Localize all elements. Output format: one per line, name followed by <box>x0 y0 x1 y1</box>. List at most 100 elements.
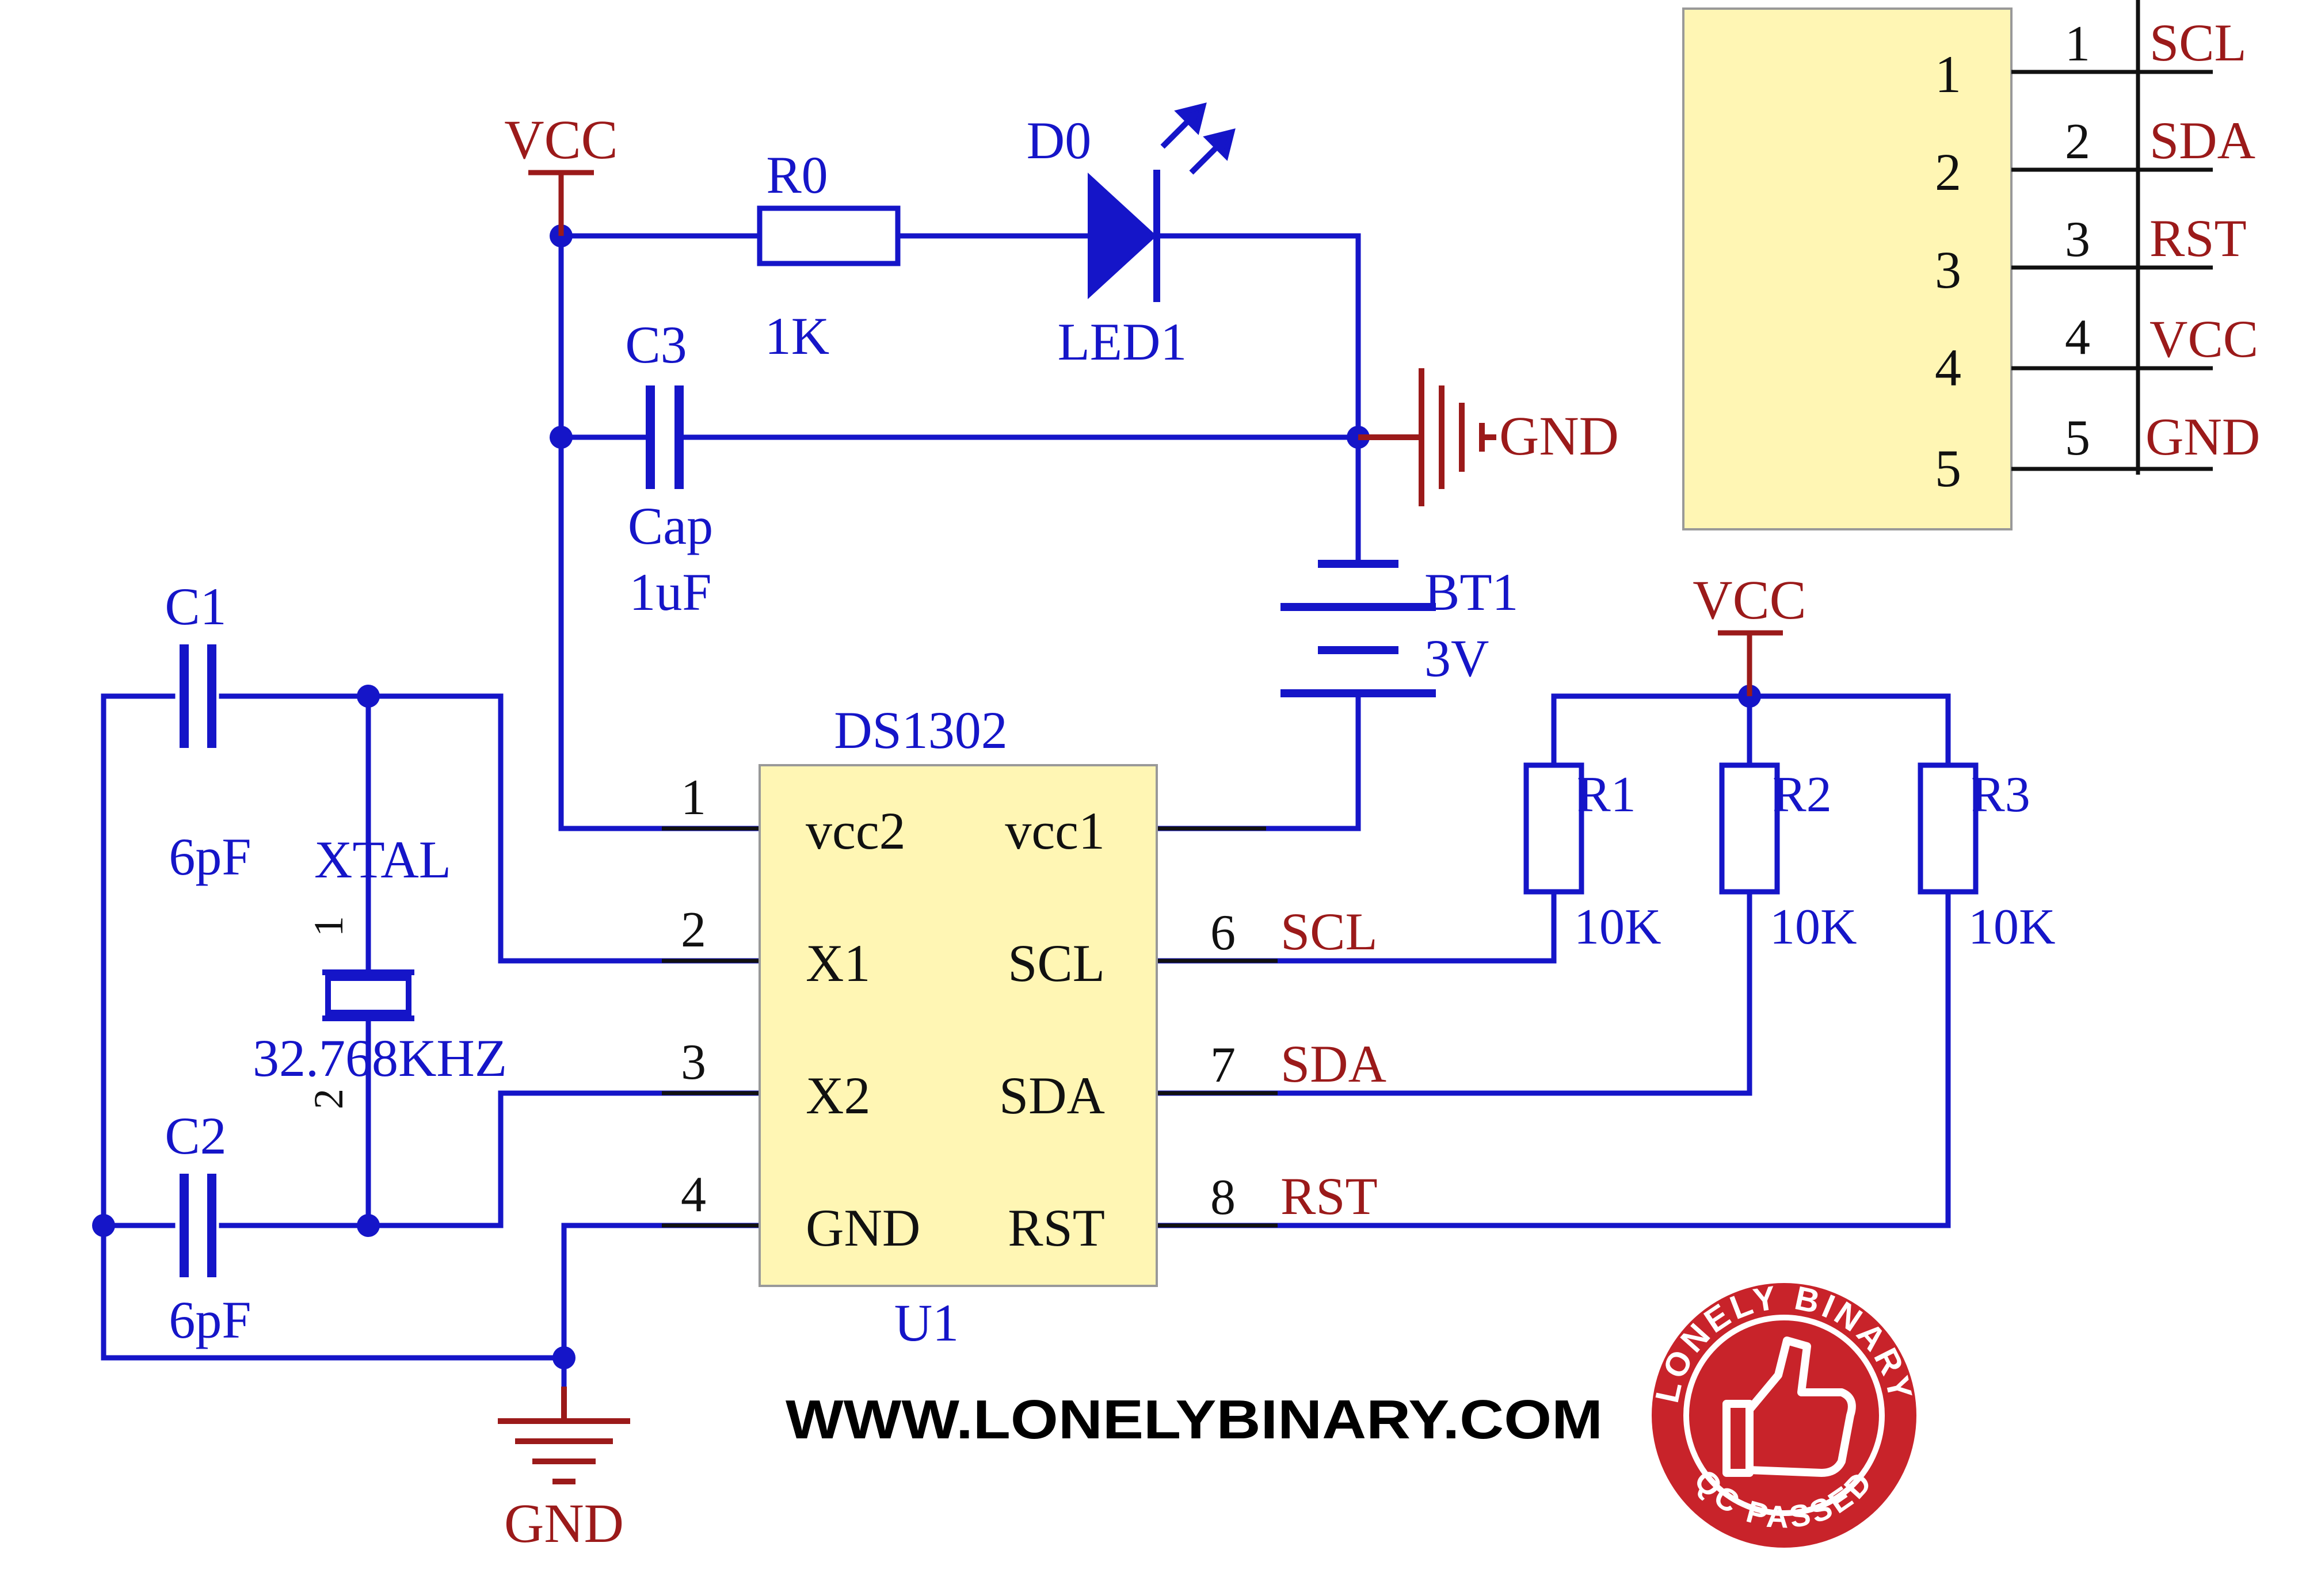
ic-designator: U1 <box>894 1293 959 1352</box>
wire-rst <box>1154 889 1951 1228</box>
r3-ref: R3 <box>1971 767 2030 823</box>
junctions <box>92 224 1761 1369</box>
c2-value: 6pF <box>169 1290 251 1349</box>
resistor-r3 <box>1918 762 1979 895</box>
c3-ref: C3 <box>625 315 687 374</box>
wire-left-rail <box>101 693 567 1361</box>
website-url: WWW.LONELYBINARY.COM <box>786 1389 1603 1450</box>
xtal-value: 32.768KHZ <box>253 1029 507 1087</box>
connector-pin-inner: 4 <box>1935 338 1961 397</box>
ic-pin-name: vcc2 <box>806 801 906 860</box>
capacitor-c2 <box>180 1174 216 1277</box>
gnd-label-bottom: GND <box>504 1492 624 1554</box>
connector-pin-outer: 5 <box>2065 410 2090 466</box>
ic-pin-name: RST <box>1008 1198 1105 1257</box>
thumbs-up-icon <box>1722 1337 1856 1477</box>
light-arrows-icon <box>1160 102 1236 175</box>
c3-name: Cap <box>628 497 713 555</box>
qc-passed-stamp: LONELY BINARY QC PASSED <box>1648 1278 1916 1548</box>
c1-ref: C1 <box>165 577 226 636</box>
wire-bt1-vcc1 <box>1154 693 1361 831</box>
crystal-xtal <box>322 969 414 1021</box>
r1-value: 10K <box>1574 899 1661 955</box>
junction-dot <box>550 426 573 449</box>
capacitor-c3 <box>646 385 684 489</box>
junction-dot <box>552 1346 576 1369</box>
r0-value: 1K <box>765 307 829 365</box>
junction-dot <box>357 1214 380 1237</box>
wire-led-right <box>1154 233 1361 440</box>
connector-pin-outer: 1 <box>2065 16 2090 72</box>
battery-bt1 <box>1280 560 1436 697</box>
ic-pin-num: 1 <box>681 770 706 826</box>
connector-net: SDA <box>2149 111 2255 170</box>
junction-dot <box>357 685 380 708</box>
connector-pin-outer: 3 <box>2065 212 2090 268</box>
wire-gnd-pin4 <box>561 1223 763 1389</box>
gnd-label-right: GND <box>1499 405 1619 467</box>
r0-ref: R0 <box>766 146 828 204</box>
bt1-ref: BT1 <box>1424 563 1519 621</box>
c3-value: 1uF <box>629 563 711 621</box>
led-d0 <box>1088 102 1236 302</box>
ic-u1-body <box>759 764 1158 1287</box>
d0-value: LED1 <box>1058 312 1187 371</box>
d0-ref: D0 <box>1027 111 1091 170</box>
resistor-r0 <box>757 205 901 266</box>
ic-pin-num: 6 <box>1210 905 1236 961</box>
resistor-r1 <box>1523 762 1584 895</box>
wire-sda <box>1154 889 1752 1096</box>
c1-value: 6pF <box>169 827 251 886</box>
xtal-pin2: 2 <box>306 1089 352 1109</box>
vcc-label-right: VCC <box>1693 569 1806 631</box>
r2-ref: R2 <box>1773 767 1832 823</box>
ic-pin-name: SDA <box>999 1066 1105 1125</box>
vcc-symbol-right <box>1718 630 1783 696</box>
connector-net: RST <box>2149 209 2247 268</box>
connector-net: VCC <box>2149 310 2258 368</box>
r3-value: 10K <box>1968 899 2056 955</box>
ic-pin-num: 3 <box>681 1034 706 1090</box>
connector-pin-inner: 3 <box>1935 240 1961 299</box>
ic-pin-name: GND <box>806 1198 920 1257</box>
connector-pin-outer: 2 <box>2065 114 2090 170</box>
ic-pin-num: 2 <box>681 902 706 958</box>
ic-net-label: RST <box>1280 1167 1378 1225</box>
r2-value: 10K <box>1770 899 1857 955</box>
r1-ref: R1 <box>1577 767 1636 823</box>
connector-net: SCL <box>2149 13 2247 72</box>
ic-part: DS1302 <box>834 701 1008 759</box>
connector-pin-inner: 1 <box>1935 45 1961 104</box>
vcc-label-top: VCC <box>504 109 618 170</box>
ic-net-label: SCL <box>1280 902 1378 961</box>
c2-ref: C2 <box>165 1106 226 1165</box>
gnd-symbol-right <box>1358 368 1496 506</box>
connector-body <box>1682 7 2013 530</box>
connector-pin-inner: 2 <box>1935 143 1961 201</box>
ic-pin-name: X2 <box>806 1066 870 1125</box>
ic-pin-name: SCL <box>1008 934 1105 992</box>
connector-net: GND <box>2145 407 2260 466</box>
ic-pin-num: 7 <box>1210 1037 1236 1093</box>
vcc-symbol-top <box>528 170 594 236</box>
connector-pin-outer: 4 <box>2065 310 2090 365</box>
resistor-r2 <box>1719 762 1780 895</box>
xtal-ref: XTAL <box>314 830 451 889</box>
ic-pin-num: 8 <box>1210 1170 1236 1225</box>
ic-pin-num: 4 <box>681 1167 706 1223</box>
xtal-pin1: 1 <box>306 916 352 937</box>
wires <box>101 233 1951 1389</box>
capacitor-c1 <box>180 644 216 748</box>
bt1-value: 3V <box>1424 629 1489 688</box>
ic-pin-name: vcc1 <box>1005 801 1105 860</box>
gnd-symbol-bottom <box>498 1387 630 1484</box>
pin-stubs <box>662 826 1278 1228</box>
connector-pin-lines <box>2011 70 2213 471</box>
ic-pin-name: X1 <box>806 934 870 992</box>
connector-pin-inner: 5 <box>1935 439 1961 498</box>
wire-c2-right <box>219 1090 763 1228</box>
junction-dot <box>92 1214 115 1237</box>
ic-net-label: SDA <box>1280 1034 1386 1093</box>
wire-scl <box>1154 889 1557 964</box>
